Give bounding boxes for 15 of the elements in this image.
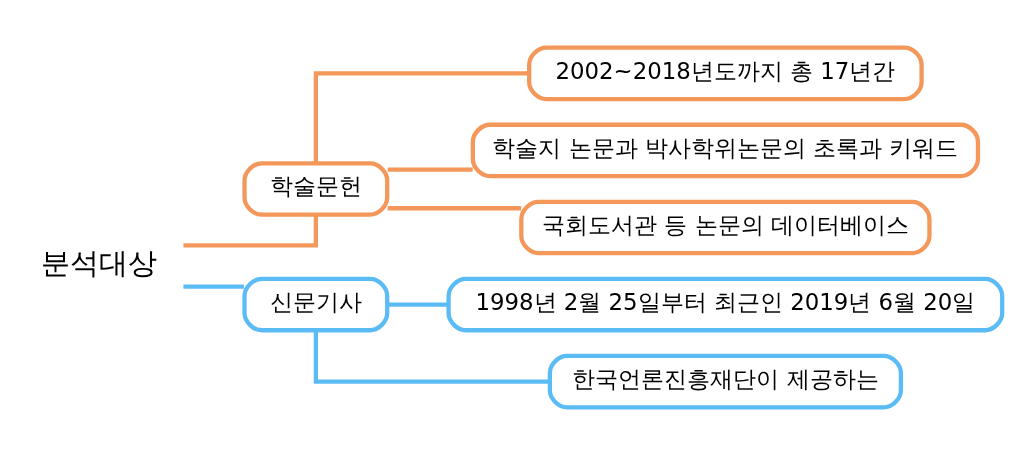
connector bbox=[183, 214, 318, 247]
node-box: 신문기사 bbox=[242, 276, 390, 332]
connector bbox=[387, 301, 449, 307]
node-box: 국회도서관 등 논문의 데이터베이스 bbox=[519, 199, 932, 255]
node-text: 분석대상 bbox=[40, 246, 157, 280]
node-box: 한국언론진흥재단이 제공하는 bbox=[547, 353, 904, 409]
connector bbox=[313, 70, 529, 163]
connector bbox=[183, 284, 244, 289]
node-box: 1998년 2월 25일부터 최근인 2019년 6월 20일 bbox=[446, 276, 1005, 332]
connector bbox=[387, 167, 473, 172]
node-box: 학술지 논문과 박사학위논문의 초록과 키워드 bbox=[470, 122, 981, 178]
node-box: 2002~2018년도까지 총 17년간 bbox=[527, 45, 924, 101]
connector bbox=[313, 330, 550, 384]
node-box: 학술문헌 bbox=[242, 160, 390, 217]
connector bbox=[387, 205, 522, 210]
